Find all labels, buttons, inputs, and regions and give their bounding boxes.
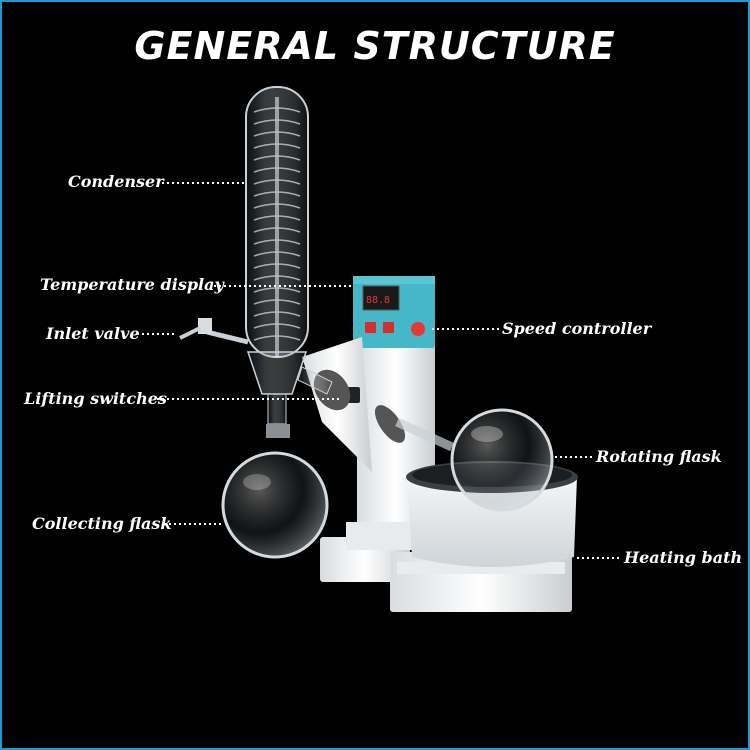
label-speed-controller: Speed controller [502, 319, 652, 338]
label-temperature-display: Temperature display [40, 275, 224, 294]
label-rotating-flask: Rotating flask [596, 447, 722, 466]
label-lifting-switches: Lifting switches [24, 389, 167, 408]
rotating-flask [395, 408, 554, 512]
svg-text:88.8: 88.8 [366, 295, 390, 306]
leader-lines [137, 182, 622, 559]
label-heating-bath: Heating bath [624, 548, 743, 567]
motor-arm [302, 337, 406, 472]
control-box: 88.8 [353, 276, 435, 348]
label-collecting-flask: Collecting flask [32, 514, 172, 533]
collecting-flask [221, 451, 329, 559]
diagram-title: GENERAL STRUCTURE [134, 24, 616, 68]
condenser-glass [245, 86, 333, 425]
flask-clamp [266, 424, 290, 438]
label-condenser: Condenser [68, 172, 164, 191]
label-inlet-valve: Inlet valve [46, 324, 140, 343]
inlet-valve [179, 318, 249, 345]
